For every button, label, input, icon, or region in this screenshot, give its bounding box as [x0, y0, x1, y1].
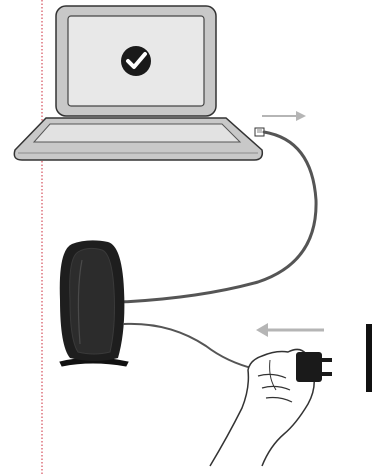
- laptop: [14, 6, 262, 160]
- wall-outlet: [366, 324, 372, 392]
- router-front: [70, 248, 115, 354]
- checkmark-icon: [121, 46, 151, 76]
- arrow-left-icon: [256, 323, 324, 337]
- router: [60, 240, 128, 366]
- laptop-keyboard: [34, 124, 240, 142]
- power-cable: [124, 324, 270, 372]
- power-adapter-icon: [296, 352, 332, 382]
- arrow-right-icon: [262, 111, 306, 121]
